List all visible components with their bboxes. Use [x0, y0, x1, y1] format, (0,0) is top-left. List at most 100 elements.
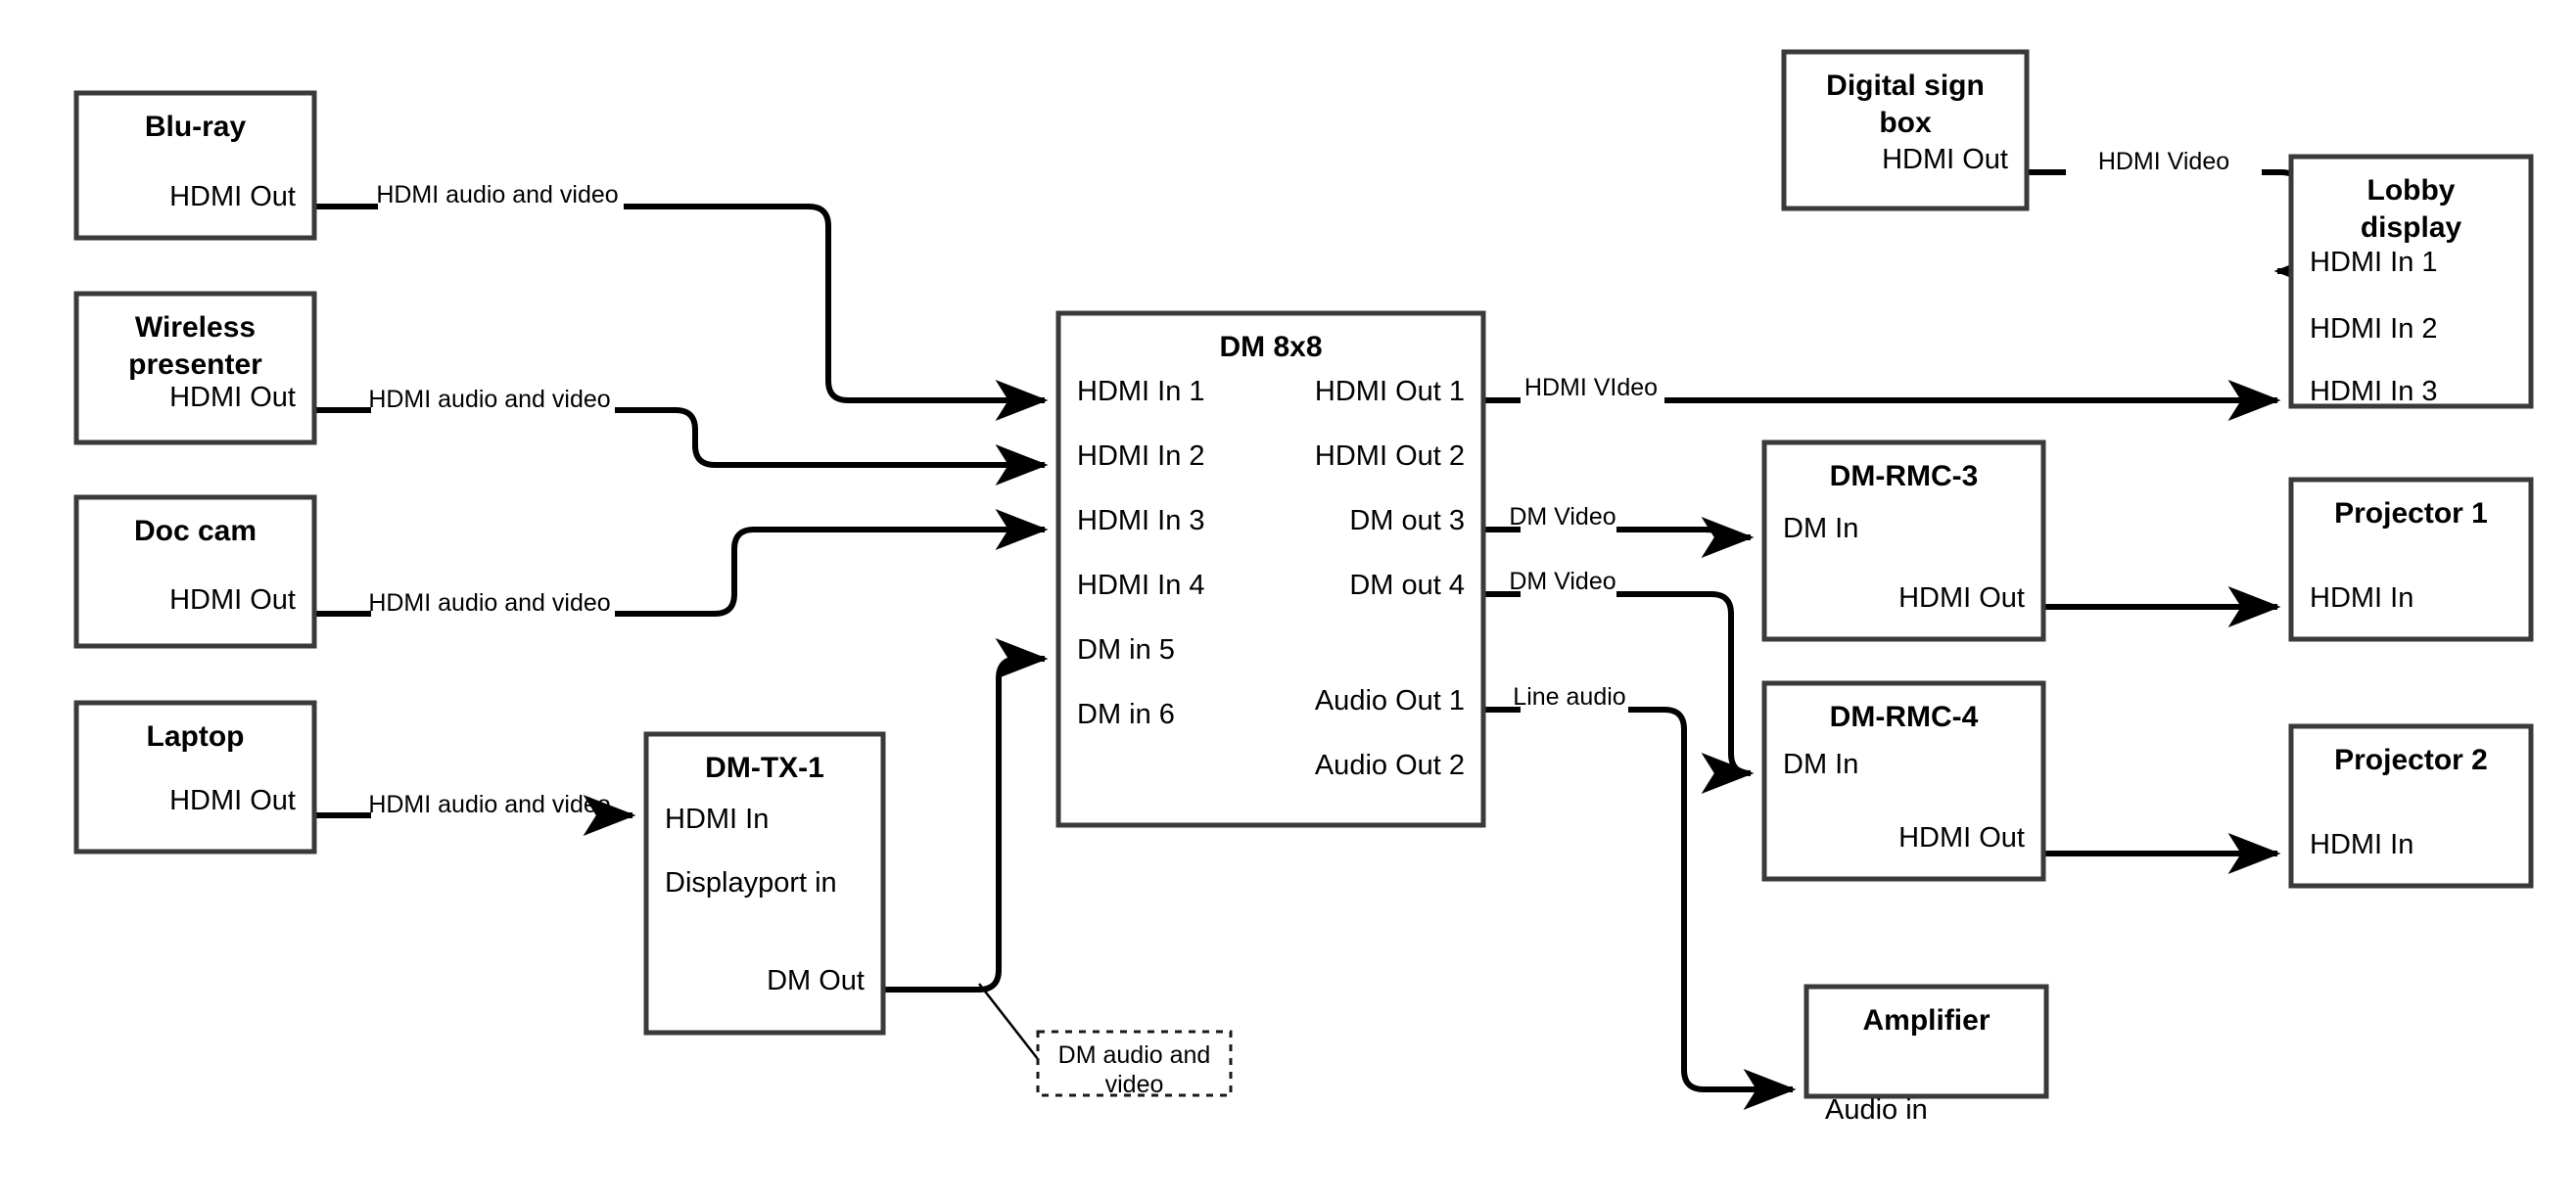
port-in-dm-rmc-3-dm-in[interactable]: DM In — [1783, 513, 1858, 544]
port-in-dm-rmc-4-dm-in[interactable]: DM In — [1783, 749, 1858, 780]
device-box-wireless-presenter[interactable] — [73, 291, 317, 445]
device-title-laptop: Laptop — [147, 720, 245, 753]
device-title-doc-cam: Doc cam — [134, 515, 257, 547]
device-box-projector-1[interactable] — [2288, 477, 2534, 642]
port-in-dm-8x8-dm-in-5[interactable]: DM in 5 — [1077, 634, 1175, 666]
port-in-projector-2-hdmi-in[interactable]: HDMI In — [2310, 829, 2413, 860]
port-out-dm-tx-1-dm-out[interactable]: DM Out — [767, 965, 865, 996]
wire-segment — [615, 407, 1049, 485]
port-out-digital-sign-box-hdmi-out[interactable]: HDMI Out — [1882, 144, 2008, 175]
port-in-dm-8x8-dm-in-6[interactable]: DM in 6 — [1077, 699, 1175, 730]
device-box-amplifier[interactable] — [1803, 984, 2049, 1099]
connection-laptop-to-dmtx1[interactable]: HDMI audio and video — [314, 791, 636, 836]
wire-segment — [615, 509, 1049, 617]
device-projector-1[interactable]: Projector 1 HDMI In — [2288, 477, 2534, 642]
port-in-dm-8x8-hdmi-in-4[interactable]: HDMI In 4 — [1077, 570, 1205, 601]
port-in-dm-8x8-hdmi-in-3[interactable]: HDMI In 3 — [1077, 505, 1205, 536]
device-title-bluray: Blu-ray — [145, 111, 247, 143]
device-title-digital-sign-box: Digital sign — [1826, 69, 1985, 102]
port-in-lobby-display-hdmi-in-2[interactable]: HDMI In 2 — [2310, 313, 2438, 345]
device-title-lobby-display: display — [2361, 211, 2462, 244]
connection-label-doccam-to-dm8x8: HDMI audio and video — [368, 589, 610, 617]
connection-dm8x8-to-lobby3[interactable]: HDMI VIdeo — [1483, 374, 2281, 421]
connection-bluray-to-dm8x8[interactable]: HDMI audio and video — [314, 181, 1049, 421]
device-title-wireless-presenter: presenter — [128, 348, 262, 381]
device-box-bluray[interactable] — [73, 90, 317, 241]
device-box-lobby-display[interactable] — [2288, 154, 2534, 409]
port-out-dm-8x8-hdmi-out-1[interactable]: HDMI Out 1 — [1315, 376, 1465, 407]
device-dm-rmc-4[interactable]: DM-RMC-4 DM In HDMI Out — [1761, 680, 2046, 882]
port-out-dm-8x8-audio-out-1[interactable]: Audio Out 1 — [1315, 685, 1465, 716]
device-box-doc-cam[interactable] — [73, 494, 317, 649]
port-out-bluray-hdmi-out[interactable]: HDMI Out — [169, 181, 296, 212]
annotation-box — [1036, 1030, 1233, 1097]
annotation-text: DM audio and — [1058, 1041, 1211, 1069]
device-box-projector-2[interactable] — [2288, 723, 2534, 889]
port-out-dm-8x8-dm-out-4[interactable]: DM out 4 — [1349, 570, 1465, 601]
port-in-lobby-display-hdmi-in-3[interactable]: HDMI In 3 — [2310, 376, 2438, 407]
device-box-dm-8x8[interactable] — [1055, 310, 1486, 828]
device-box-laptop[interactable] — [73, 700, 317, 855]
port-out-dm-8x8-dm-out-3[interactable]: DM out 3 — [1349, 505, 1465, 536]
connection-label-dm8x8-to-rmc4: DM Video — [1509, 568, 1616, 595]
device-title-dm-rmc-4: DM-RMC-4 — [1830, 701, 1979, 733]
port-out-wireless-presenter-hdmi-out[interactable]: HDMI Out — [169, 382, 296, 413]
device-title-wireless-presenter: Wireless — [135, 311, 256, 344]
connection-dm8x8-to-rmc3[interactable]: DM Video — [1483, 503, 1755, 558]
port-out-doc-cam-hdmi-out[interactable]: HDMI Out — [169, 584, 296, 616]
annotation-leader-line — [978, 983, 1039, 1060]
connection-label-wireless-to-dm8x8: HDMI audio and video — [368, 386, 610, 413]
port-in-amplifier-audio-in[interactable]: Audio in — [1825, 1094, 1928, 1126]
device-projector-2[interactable]: Projector 2 HDMI In — [2288, 723, 2534, 889]
connection-dm8x8-to-rmc4[interactable]: DM Video — [1483, 568, 1755, 794]
port-in-lobby-display-hdmi-in-1[interactable]: HDMI In 1 — [2310, 247, 2438, 278]
port-in-dm-8x8-hdmi-in-2[interactable]: HDMI In 2 — [1077, 440, 1205, 472]
wire-segment — [883, 638, 1049, 993]
device-title-projector-1: Projector 1 — [2334, 497, 2488, 530]
connection-wireless-to-dm8x8[interactable]: HDMI audio and video — [314, 386, 1049, 485]
device-box-dm-tx-1[interactable] — [643, 731, 886, 1036]
connection-dmtx1-to-dm8x8[interactable]: DM audio and video — [0, 0, 1049, 993]
connection-digitalsign-to-lobby1[interactable]: HDMI Video — [2027, 148, 2327, 292]
device-title-projector-2: Projector 2 — [2334, 744, 2488, 776]
annotation-text: video — [1105, 1071, 1164, 1098]
connection-label-dm8x8-to-rmc3: DM Video — [1509, 503, 1616, 531]
port-out-dm-rmc-3-hdmi-out[interactable]: HDMI Out — [1898, 582, 2025, 614]
wire-segment — [1616, 591, 1755, 794]
port-in-dm-tx-1-displayport-in[interactable]: Displayport in — [665, 867, 837, 899]
connection-doccam-to-dm8x8[interactable]: HDMI audio and video — [314, 509, 1049, 617]
wire-segment — [624, 204, 1049, 421]
port-out-dm-8x8-hdmi-out-2[interactable]: HDMI Out 2 — [1315, 440, 1465, 472]
port-in-projector-1-hdmi-in[interactable]: HDMI In — [2310, 582, 2413, 614]
port-out-dm-rmc-4-hdmi-out[interactable]: HDMI Out — [1898, 822, 2025, 854]
connection-label-laptop-to-dmtx1: HDMI audio and video — [368, 791, 610, 818]
connection-dm8x8-to-amplifier[interactable]: Line audio — [1483, 683, 1797, 1110]
connection-label-dm8x8-to-lobby3: HDMI VIdeo — [1524, 374, 1658, 401]
device-title-dm-tx-1: DM-TX-1 — [705, 752, 824, 784]
port-in-dm-8x8-hdmi-in-1[interactable]: HDMI In 1 — [1077, 376, 1205, 407]
port-out-laptop-hdmi-out[interactable]: HDMI Out — [169, 785, 296, 816]
device-box-dm-rmc-4[interactable] — [1761, 680, 2046, 882]
device-box-dm-rmc-3[interactable] — [1761, 439, 2046, 642]
device-title-dm-8x8: DM 8x8 — [1219, 331, 1322, 363]
connection-label-dmtx1-to-dm8x8: DM audio and video — [0, 0, 109, 6]
port-in-dm-tx-1-hdmi-in[interactable]: HDMI In — [665, 804, 769, 835]
device-box-digital-sign-box[interactable] — [1781, 49, 2030, 211]
port-out-dm-8x8-audio-out-2[interactable]: Audio Out 2 — [1315, 750, 1465, 781]
